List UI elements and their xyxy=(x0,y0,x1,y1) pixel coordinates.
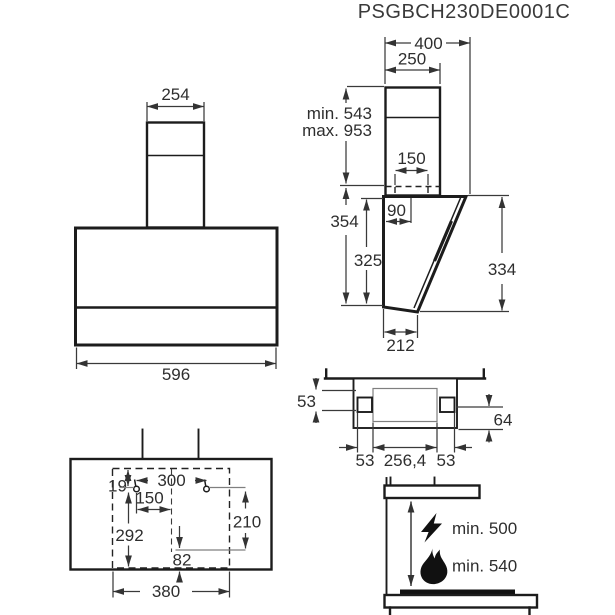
cooktop-surface xyxy=(400,589,515,595)
front-view: 254 596 xyxy=(74,85,279,384)
dim-height-min: min. 543 xyxy=(307,104,372,123)
dim-hole-offset-top: 19 xyxy=(108,477,127,496)
dim-duct-offset: 90 xyxy=(387,201,406,220)
top-view: 53 64 53 256,4 53 xyxy=(297,368,513,470)
dim-depth-total: 400 xyxy=(414,34,442,53)
dim-gas-min: min. 540 xyxy=(452,557,517,576)
dim-offset-top: 53 xyxy=(297,392,316,411)
mounting-hole-left xyxy=(132,479,141,493)
dim-height-back: 354 xyxy=(330,212,358,231)
dim-offset-right: 53 xyxy=(437,451,456,470)
clearance-view: min. 500 min. 540 xyxy=(383,476,539,615)
bracket-right xyxy=(439,396,456,413)
counter-top xyxy=(383,593,539,609)
dim-electric-min: min. 500 xyxy=(452,519,517,538)
glass-accent-line xyxy=(433,220,453,262)
dim-template-width: 380 xyxy=(152,582,180,601)
dim-inner-width: 256,4 xyxy=(384,451,427,470)
duct-opening xyxy=(372,387,438,423)
dim-right-height: 210 xyxy=(233,513,261,532)
dim-template-height: 292 xyxy=(115,526,143,545)
dim-duct-width: 150 xyxy=(397,149,425,168)
dim-chimney-depth: 250 xyxy=(398,50,426,69)
hood-outline xyxy=(69,457,273,571)
dim-height-max: max. 953 xyxy=(302,121,372,140)
model-number: PSGBCH230DE0001C xyxy=(358,1,571,23)
mounting-template-view: 300 19 150 292 210 82 380 xyxy=(69,428,273,601)
hood-body-front xyxy=(74,226,279,347)
lightning-icon xyxy=(421,513,442,543)
flame-icon xyxy=(420,548,448,585)
dim-bottom-gap: 82 xyxy=(173,551,192,570)
bracket-left xyxy=(356,396,373,413)
hood-body-side xyxy=(382,195,469,314)
dim-depth: 64 xyxy=(494,411,513,430)
dim-depth-bottom: 212 xyxy=(386,336,414,355)
dim-body-width: 596 xyxy=(162,365,190,384)
dim-offset-left: 53 xyxy=(356,451,375,470)
dim-chimney-width: 254 xyxy=(161,85,189,104)
chimney-front xyxy=(145,121,206,229)
dim-hole-to-center: 150 xyxy=(135,489,163,508)
dim-hole-spacing: 300 xyxy=(157,471,185,490)
side-view: 400 250 min. 543 max. 953 150 90 354 32 xyxy=(302,34,516,355)
dim-height-front: 325 xyxy=(354,251,382,270)
dim-height-glass: 334 xyxy=(488,260,516,279)
hood-bottom-panel xyxy=(383,484,481,500)
chimney-side xyxy=(384,86,442,197)
